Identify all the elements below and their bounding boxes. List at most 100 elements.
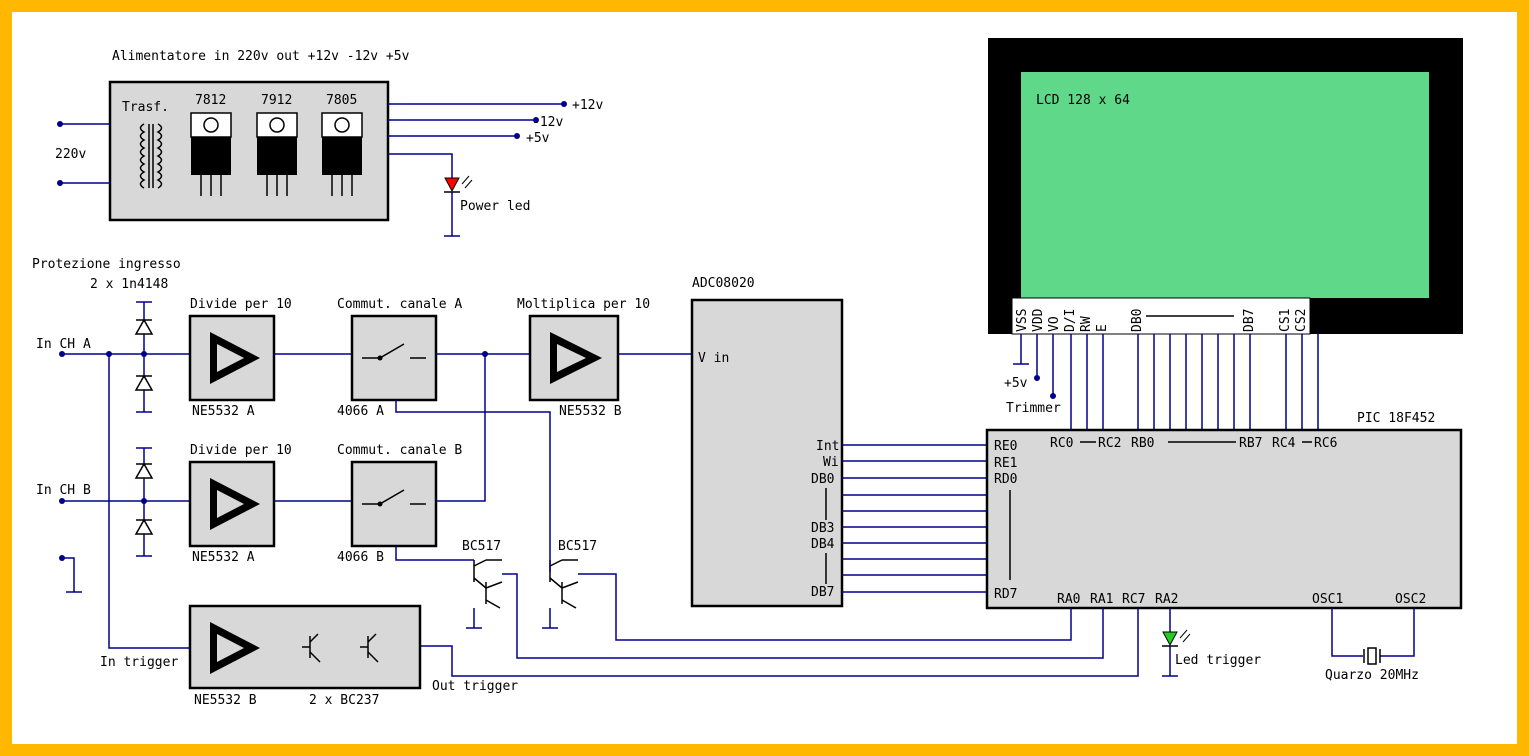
pin-di: D/I bbox=[1063, 309, 1078, 332]
pic-rc7: RC7 bbox=[1122, 592, 1145, 607]
trigger-part: NE5532 B bbox=[194, 693, 257, 708]
pic-block: PIC 18F452 RC0 RC2 RB0 RB7 RC4 RC6 RE0 R… bbox=[985, 411, 1463, 610]
multiply-block: Moltiplica per 10 NE5532 B bbox=[517, 297, 650, 419]
pin-e: E bbox=[1095, 324, 1110, 332]
power-led-icon bbox=[444, 175, 473, 193]
input-protection: Protezione ingresso 2 x 1n4148 bbox=[32, 257, 181, 557]
darlington-icon bbox=[549, 559, 579, 609]
transistor-icon bbox=[302, 633, 321, 663]
power-led-label: Power led bbox=[460, 199, 530, 214]
transistor-icon bbox=[360, 633, 379, 663]
input-chb-label: In CH B bbox=[36, 483, 91, 498]
divide-block-a: Divide per 10 NE5532 A bbox=[188, 297, 292, 419]
adc-db7: DB7 bbox=[811, 585, 834, 600]
transistor-2: BC517 bbox=[549, 539, 597, 609]
divide-block-b: Divide per 10 NE5532 A bbox=[188, 443, 292, 565]
transistor-2-label: BC517 bbox=[558, 539, 597, 554]
reg-7805-label: 7805 bbox=[326, 93, 357, 108]
diode-icon bbox=[134, 462, 154, 479]
lcd-module: LCD 128 x 64 VSS VDD VO D/I RW E DB0 DB7… bbox=[988, 38, 1463, 335]
crystal-label: Quarzo 20MHz bbox=[1325, 668, 1419, 683]
adc-vin: V in bbox=[698, 351, 729, 366]
pin-cs1: CS1 bbox=[1278, 309, 1293, 332]
sw-a-title: Commut. canale A bbox=[337, 297, 462, 312]
lcd-trimmer: Trimmer bbox=[1006, 401, 1061, 416]
led-trigger-label: Led trigger bbox=[1175, 653, 1261, 668]
pin-res: RES bbox=[1310, 309, 1325, 332]
adc-wi: Wi bbox=[823, 455, 839, 470]
pic-rc4: RC4 bbox=[1272, 436, 1296, 451]
trigger-transistors: 2 x BC237 bbox=[309, 693, 379, 708]
pic-re0: RE0 bbox=[994, 439, 1017, 454]
regulator-7912: 7912 bbox=[256, 93, 298, 196]
pic-rc2: RC2 bbox=[1098, 436, 1121, 451]
crystal-icon bbox=[1363, 647, 1381, 665]
adc-title: ADC08020 bbox=[692, 276, 755, 291]
switch-block-b: Commut. canale B 4066 B bbox=[337, 443, 462, 565]
pic-rb7: RB7 bbox=[1239, 436, 1262, 451]
pin-cs2: CS2 bbox=[1294, 309, 1309, 332]
out-trigger-label: Out trigger bbox=[432, 679, 518, 694]
transistor-1-label: BC517 bbox=[462, 539, 501, 554]
pic-osc1: OSC1 bbox=[1312, 592, 1343, 607]
switch-icon bbox=[362, 489, 426, 507]
pic-rb0: RB0 bbox=[1131, 436, 1154, 451]
div-a-part: NE5532 A bbox=[192, 404, 255, 419]
schematic-canvas: Alimentatore in 220v out +12v -12v +5v T… bbox=[32, 38, 1463, 708]
sw-a-part: 4066 A bbox=[337, 404, 384, 419]
lcd-screen bbox=[1021, 72, 1429, 298]
adc-int: Int bbox=[816, 439, 839, 454]
darlington-icon bbox=[473, 559, 503, 609]
switch-icon bbox=[362, 343, 426, 361]
switch-block-a: Commut. canale A 4066 A bbox=[337, 297, 462, 419]
adc-db3: DB3 bbox=[811, 521, 834, 536]
pin-db7: DB7 bbox=[1242, 309, 1257, 332]
pin-rw: RW bbox=[1079, 316, 1094, 332]
lcd-plus5: +5v bbox=[1004, 376, 1028, 391]
pic-ra0: RA0 bbox=[1057, 592, 1080, 607]
pic-title: PIC 18F452 bbox=[1357, 411, 1435, 426]
pin-db0: DB0 bbox=[1130, 309, 1145, 332]
protection-title: Protezione ingresso bbox=[32, 257, 181, 272]
pic-re1: RE1 bbox=[994, 456, 1017, 471]
pin-vss: VSS bbox=[1015, 309, 1030, 332]
pin-vo: VO bbox=[1047, 316, 1062, 332]
reg-7812-label: 7812 bbox=[195, 93, 226, 108]
out-plus5: +5v bbox=[526, 131, 550, 146]
adc-db4: DB4 bbox=[811, 537, 835, 552]
pic-rd0: RD0 bbox=[994, 472, 1017, 487]
trigger-block: NE5532 B 2 x BC237 Out trigger bbox=[188, 604, 518, 708]
pic-rd7: RD7 bbox=[994, 587, 1017, 602]
lcd-pic-bus bbox=[1070, 334, 1319, 430]
diode-icon bbox=[134, 318, 154, 335]
div-b-title: Divide per 10 bbox=[190, 443, 292, 458]
pic-rc6: RC6 bbox=[1314, 436, 1337, 451]
pic-rc0: RC0 bbox=[1050, 436, 1073, 451]
adc-block: ADC08020 V in Int Wi DB0 DB3 DB4 DB7 bbox=[690, 276, 844, 608]
psu-input-label: 220v bbox=[55, 147, 86, 162]
diagram-frame: Alimentatore in 220v out +12v -12v +5v T… bbox=[12, 12, 1517, 744]
transistor-1: BC517 bbox=[462, 539, 503, 609]
pic-ra1: RA1 bbox=[1090, 592, 1113, 607]
control-wiring: Led trigger Quarzo 20MHz bbox=[395, 400, 1419, 683]
mult-title: Moltiplica per 10 bbox=[517, 297, 650, 312]
sw-b-part: 4066 B bbox=[337, 550, 384, 565]
adc-db0: DB0 bbox=[811, 472, 834, 487]
out-minus12: -12v bbox=[532, 115, 563, 130]
transformer-icon bbox=[139, 123, 163, 189]
lcd-pin-labels: VSS VDD VO D/I RW E DB0 DB7 CS1 CS2 RES bbox=[1015, 308, 1325, 332]
protection-diodes: 2 x 1n4148 bbox=[90, 277, 168, 292]
div-b-part: NE5532 A bbox=[192, 550, 255, 565]
sw-b-title: Commut. canale B bbox=[337, 443, 462, 458]
transformer-label: Trasf. bbox=[122, 100, 169, 115]
mult-part: NE5532 B bbox=[559, 404, 622, 419]
input-trigger-label: In trigger bbox=[100, 655, 178, 670]
regulator-7805: 7805 bbox=[321, 93, 363, 196]
reg-7912-label: 7912 bbox=[261, 93, 292, 108]
div-a-title: Divide per 10 bbox=[190, 297, 292, 312]
out-plus12: +12v bbox=[572, 98, 603, 113]
pin-vdd: VDD bbox=[1031, 308, 1046, 332]
pic-osc2: OSC2 bbox=[1395, 592, 1426, 607]
diode-icon bbox=[134, 374, 154, 391]
pic-ra2: RA2 bbox=[1155, 592, 1178, 607]
